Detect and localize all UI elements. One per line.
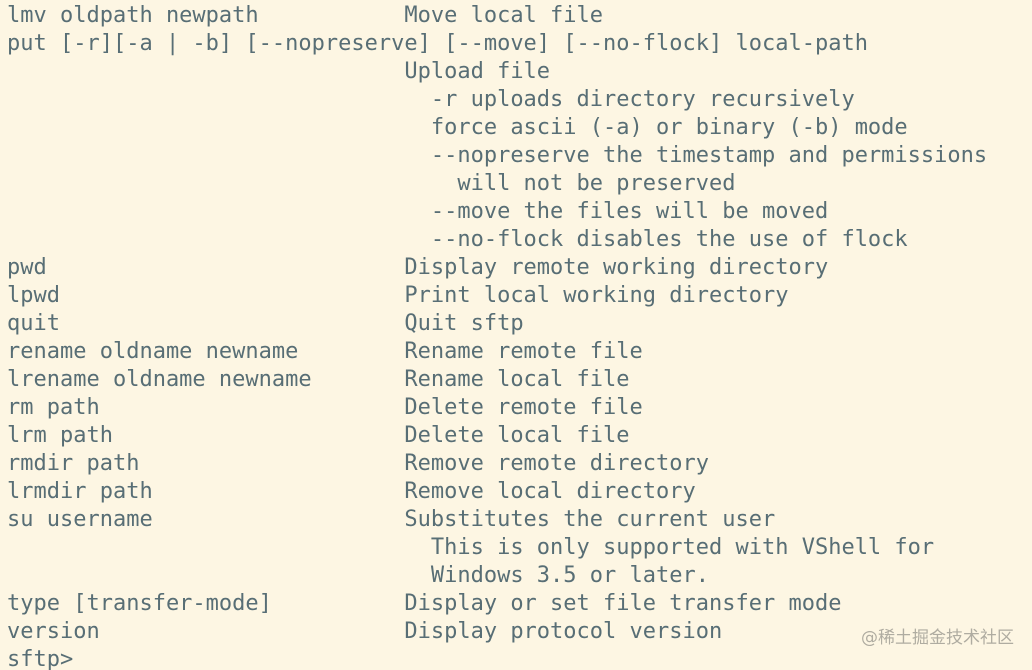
terminal-line: --nopreserve the timestamp and permissio… xyxy=(7,143,988,168)
terminal-line: pwd Display remote working directory xyxy=(7,255,829,280)
terminal-line: force ascii (-a) or binary (-b) mode xyxy=(7,115,908,140)
terminal-line: --move the files will be moved xyxy=(7,199,829,224)
terminal-line: lpwd Print local working directory xyxy=(7,283,789,308)
terminal-line: rm path Delete remote file xyxy=(7,395,643,420)
terminal-line: version Display protocol version xyxy=(7,619,723,644)
terminal-line: type [transfer-mode] Display or set file… xyxy=(7,591,842,616)
terminal-prompt[interactable]: sftp> xyxy=(7,647,74,670)
terminal-line: This is only supported with VShell for xyxy=(7,535,935,560)
terminal-line: lrename oldname newname Rename local fil… xyxy=(7,367,630,392)
terminal-line: Windows 3.5 or later. xyxy=(7,563,709,588)
terminal-line: lrmdir path Remove local directory xyxy=(7,479,696,504)
terminal-line: lrm path Delete local file xyxy=(7,423,630,448)
terminal-line: Upload file xyxy=(7,59,551,84)
terminal-line: quit Quit sftp xyxy=(7,311,524,336)
terminal-line: rmdir path Remove remote directory xyxy=(7,451,709,476)
terminal-line: -r uploads directory recursively xyxy=(7,87,855,112)
terminal-line: lmv oldpath newpath Move local file xyxy=(7,3,604,28)
terminal-line: --no-flock disables the use of flock xyxy=(7,227,908,252)
terminal-line: rename oldname newname Rename remote fil… xyxy=(7,339,643,364)
watermark: @稀土掘金技术社区 xyxy=(861,628,1014,648)
terminal-line: su username Substitutes the current user xyxy=(7,507,776,532)
terminal-line: put [-r][-a | -b] [--nopreserve] [--move… xyxy=(7,31,868,56)
terminal-line: will not be preserved xyxy=(7,171,736,196)
